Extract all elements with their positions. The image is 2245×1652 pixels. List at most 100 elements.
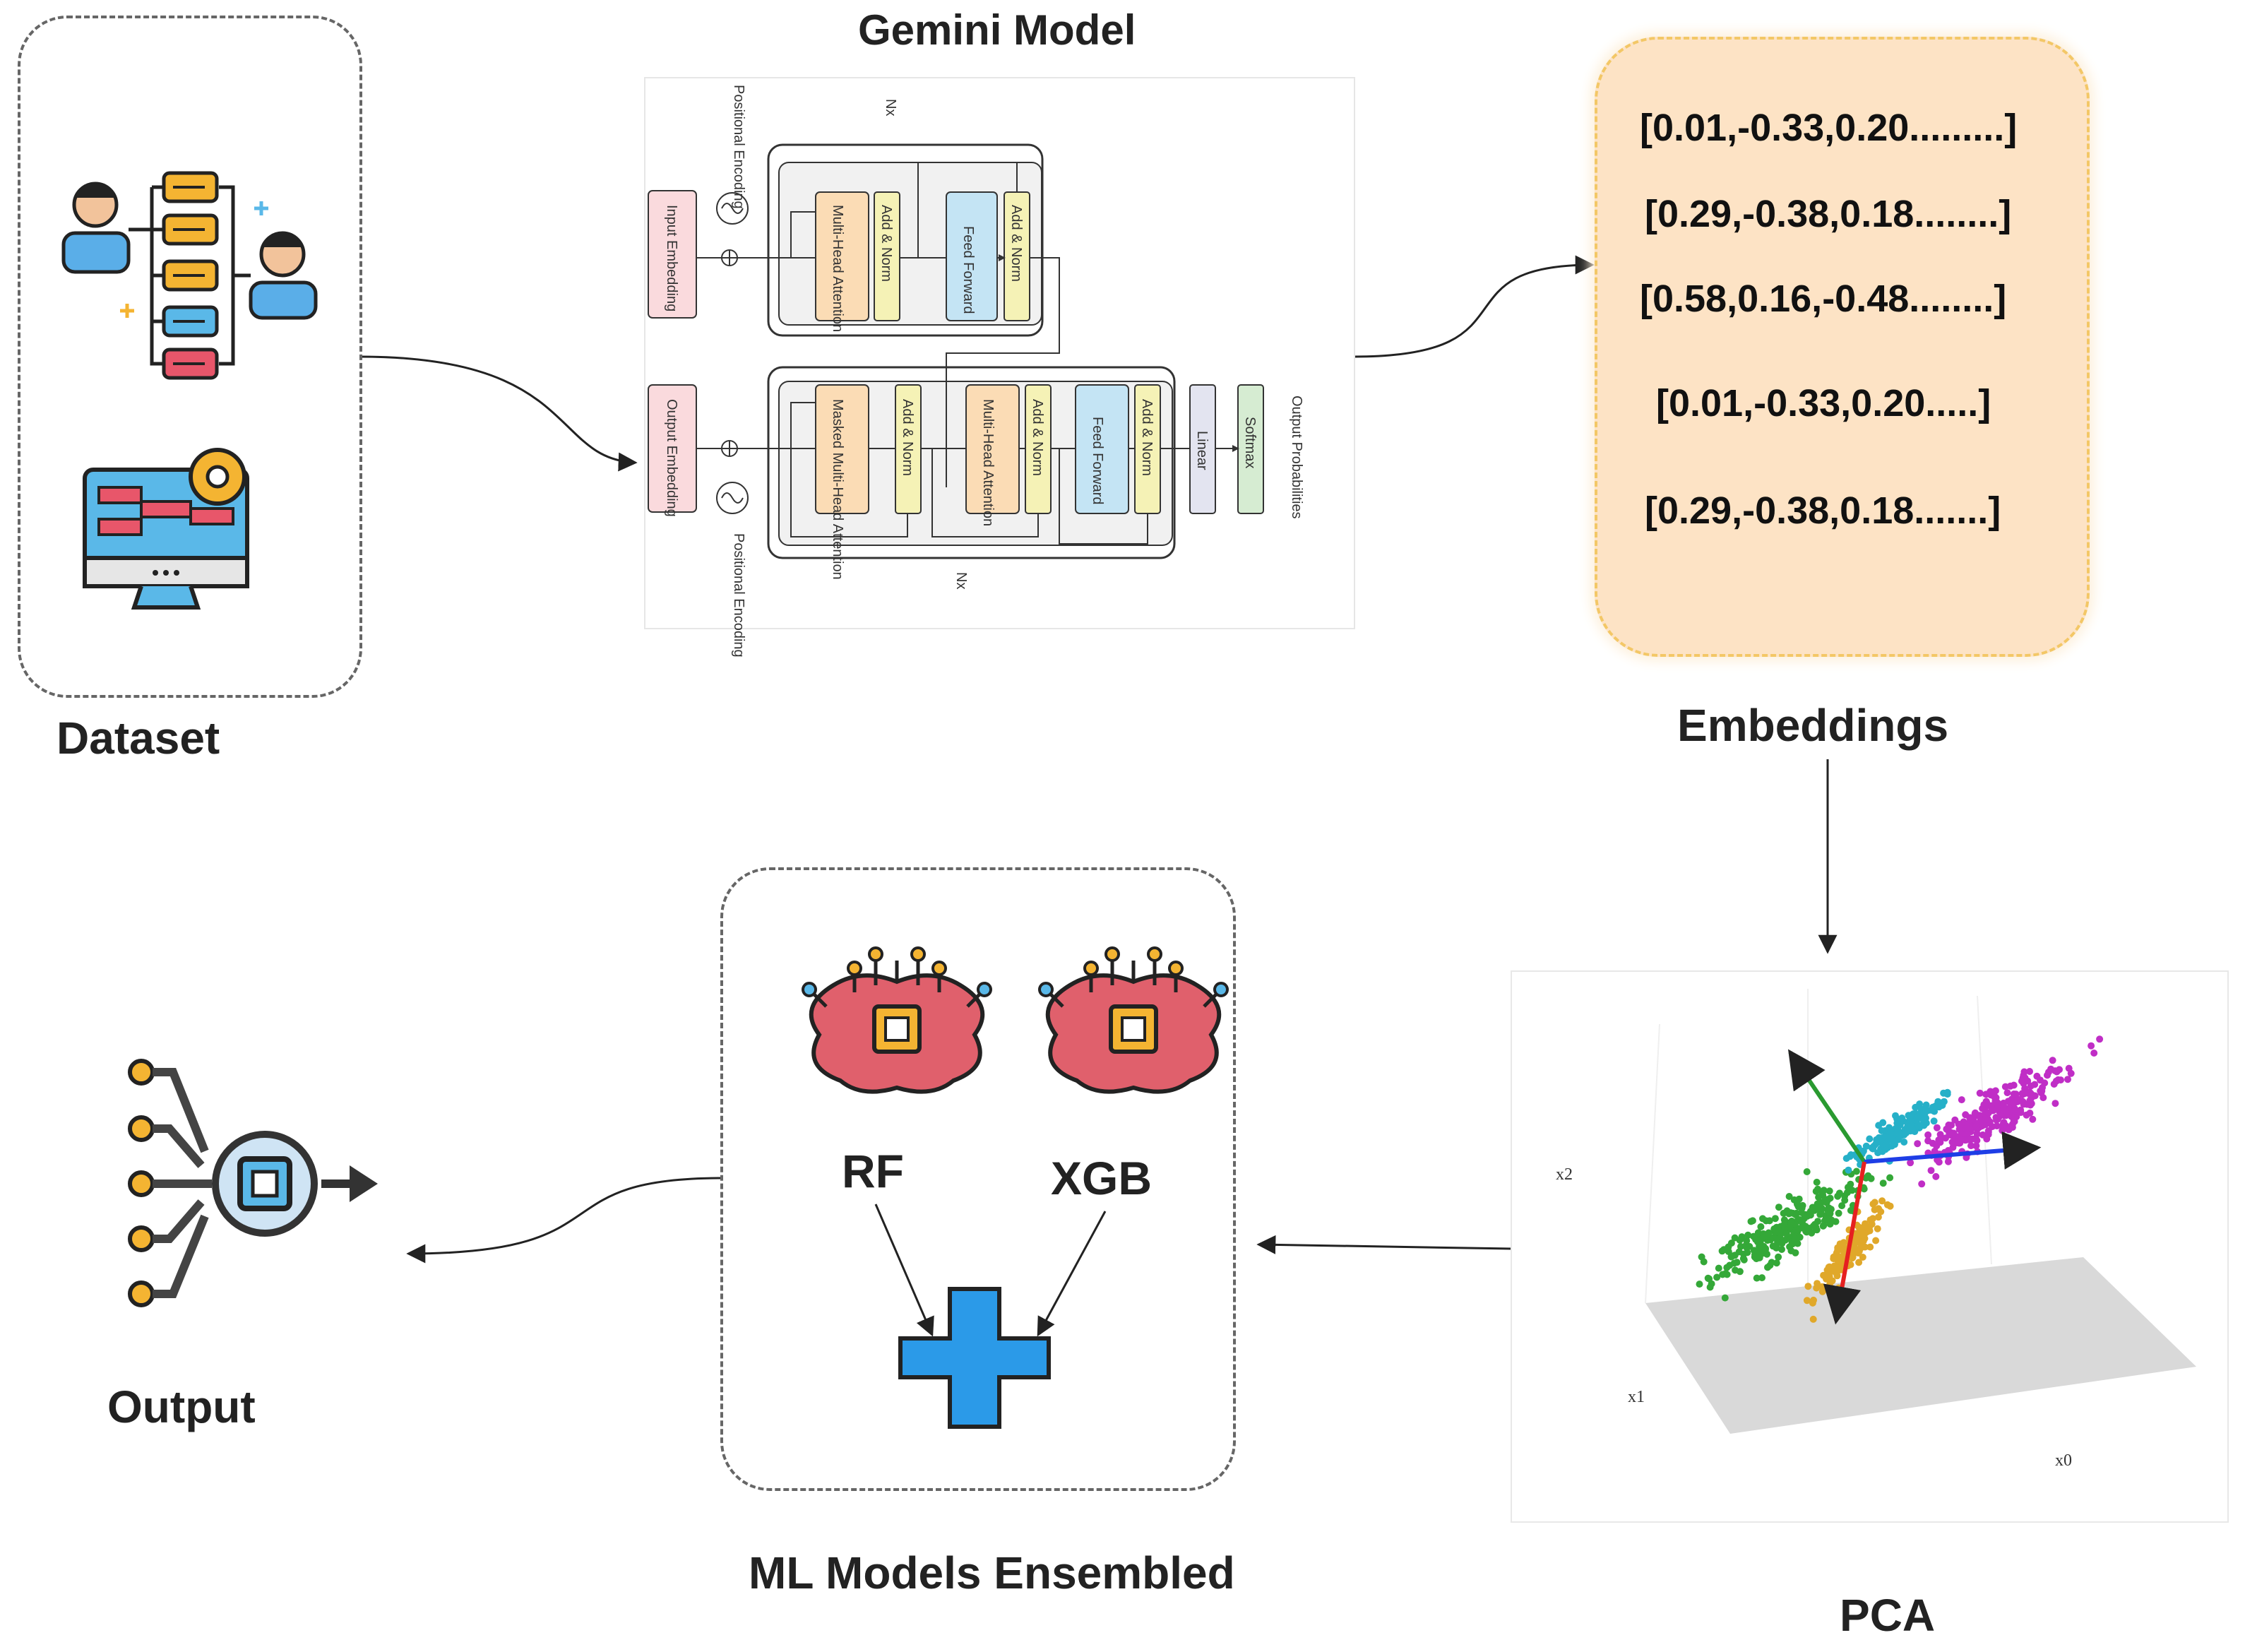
pca-point-cluster-0 [1819, 1222, 1827, 1230]
pca-point-cluster-1 [1893, 1115, 1901, 1123]
pca-point-cluster-3 [1834, 1247, 1842, 1254]
pca-point-cluster-0 [1838, 1202, 1846, 1210]
embedding-row-4: [0.01,-0.33,0.20.....] [1656, 382, 1991, 424]
pca-point-cluster-0 [1704, 1274, 1712, 1282]
pca-point-cluster-3 [1886, 1202, 1894, 1210]
pca-point-cluster-0 [1815, 1206, 1823, 1213]
pca-point-cluster-2 [2064, 1076, 2071, 1083]
pca-point-cluster-0 [1803, 1168, 1811, 1175]
pca-point-cluster-0 [1759, 1215, 1766, 1223]
pca-point-cluster-0 [1758, 1274, 1765, 1282]
pca-point-cluster-2 [1992, 1114, 2000, 1122]
enc-add-norm-2-label: Add & Norm [1008, 205, 1024, 282]
dec-linear-label: Linear [1194, 431, 1210, 470]
brain-chip-icon [1038, 946, 1229, 1094]
dec-output-embedding-label: Output Embedding [664, 399, 679, 517]
pca-point-cluster-0 [1743, 1237, 1751, 1244]
pca-point-cluster-3 [1828, 1277, 1836, 1285]
embedding-row-5: [0.29,-0.38,0.18.......] [1645, 489, 2001, 532]
pca-point-cluster-0 [1764, 1264, 1771, 1271]
pca-label: PCA [1840, 1590, 1936, 1641]
pca-point-cluster-0 [1771, 1215, 1779, 1223]
pca-point-cluster-0 [1794, 1226, 1802, 1234]
pca-point-cluster-0 [1791, 1235, 1799, 1243]
pca-point-cluster-2 [2003, 1089, 2011, 1097]
gemini-model-title: Gemini Model [858, 6, 1136, 54]
pca-point-cluster-2 [2096, 1035, 2104, 1043]
pca-point-cluster-0 [1826, 1187, 1833, 1195]
dec-add-norm-3-label: Add & Norm [1139, 399, 1155, 476]
axis-x0: x0 [2055, 1451, 2072, 1470]
pca-point-cluster-3 [1871, 1199, 1878, 1206]
dec-output-probabilities-label: Output Probabilities [1289, 396, 1304, 519]
dec-add-norm-1-label: Add & Norm [900, 399, 915, 476]
pca-point-cluster-0 [1706, 1283, 1714, 1291]
xgb-label: XGB [1051, 1152, 1153, 1204]
pc-arrow-green [1787, 1049, 1866, 1163]
pca-point-cluster-2 [1918, 1180, 1926, 1188]
dec-nx-label: Nx [953, 572, 969, 589]
pca-point-cluster-0 [1792, 1211, 1799, 1218]
pca-point-cluster-3 [1858, 1231, 1866, 1239]
pca-point-cluster-2 [1924, 1131, 1932, 1139]
pca-point-cluster-1 [1845, 1166, 1852, 1174]
enc-ff-label: Feed Forward [960, 226, 976, 314]
embedding-row-1: [0.01,-0.33,0.20.........] [1640, 107, 2018, 149]
pca-point-cluster-0 [1757, 1223, 1765, 1230]
pca-point-cluster-2 [1927, 1167, 1935, 1175]
pca-point-cluster-2 [1990, 1088, 1998, 1096]
pca-point-cluster-0 [1822, 1215, 1830, 1223]
pca-point-cluster-2 [1976, 1089, 1984, 1097]
pca-point-cluster-3 [1861, 1243, 1869, 1251]
pca-point-cluster-0 [1700, 1258, 1708, 1266]
pca-point-cluster-0 [1804, 1212, 1811, 1220]
pca-point-cluster-2 [2006, 1107, 2013, 1115]
pca-point-cluster-3 [1852, 1234, 1859, 1242]
pca-point-cluster-0 [1809, 1222, 1817, 1230]
pca-point-cluster-2 [1993, 1122, 2001, 1130]
dataset-label: Dataset [56, 713, 220, 763]
pca-point-cluster-2 [1945, 1121, 1953, 1129]
pca-point-cluster-3 [1877, 1208, 1885, 1216]
pca-point-cluster-0 [1778, 1246, 1785, 1253]
pca-point-cluster-2 [2023, 1111, 2030, 1119]
pca-point-cluster-3 [1823, 1266, 1831, 1274]
pca-point-cluster-0 [1713, 1273, 1721, 1281]
enc-feed-forward [946, 191, 998, 321]
pca-point-cluster-2 [1944, 1158, 1952, 1165]
pc-arrow-red [1823, 1161, 1866, 1325]
dec-add-norm-2-label: Add & Norm [1030, 399, 1045, 476]
pca-point-cluster-0 [1808, 1229, 1816, 1237]
pca-point-cluster-3 [1820, 1271, 1828, 1279]
pca-point-cluster-0 [1736, 1236, 1744, 1244]
pca-point-cluster-2 [2012, 1098, 2020, 1106]
pca-point-cluster-2 [1932, 1172, 1940, 1180]
pca-point-cluster-0 [1744, 1249, 1751, 1256]
pca-point-cluster-2 [2002, 1122, 2010, 1130]
pca-point-cluster-1 [1922, 1107, 1930, 1115]
pca-point-cluster-3 [1855, 1259, 1863, 1266]
pca-point-cluster-2 [2049, 1057, 2056, 1064]
pca-point-cluster-1 [1943, 1091, 1951, 1098]
pca-point-cluster-0 [1739, 1255, 1747, 1262]
pca-point-cluster-0 [1761, 1246, 1769, 1254]
embeddings-box [1595, 37, 2090, 657]
pca-point-cluster-2 [2002, 1112, 2010, 1119]
dec-masked-attention-label: Masked Multi-Head Attention [830, 399, 845, 580]
pca-point-cluster-2 [2029, 1115, 2037, 1123]
pca-point-cluster-2 [1958, 1129, 1965, 1137]
arrow-gemini-to-embeddings [1354, 255, 1595, 358]
pca-point-cluster-2 [2019, 1074, 2027, 1082]
pca-point-cluster-2 [1963, 1131, 1971, 1139]
pca-point-cluster-0 [1787, 1219, 1795, 1227]
pca-point-cluster-0 [1756, 1242, 1763, 1250]
pca-point-cluster-1 [1930, 1117, 1938, 1125]
pca-point-cluster-1 [1904, 1127, 1912, 1135]
pca-point-cluster-0 [1814, 1218, 1822, 1225]
embedding-row-3: [0.58,0.16,-0.48........] [1640, 278, 2007, 320]
embeddings-label: Embeddings [1677, 700, 1949, 751]
pca-point-cluster-2 [2033, 1072, 2041, 1080]
pca-point-cluster-0 [1773, 1259, 1780, 1267]
pca-point-cluster-2 [1983, 1099, 1991, 1106]
